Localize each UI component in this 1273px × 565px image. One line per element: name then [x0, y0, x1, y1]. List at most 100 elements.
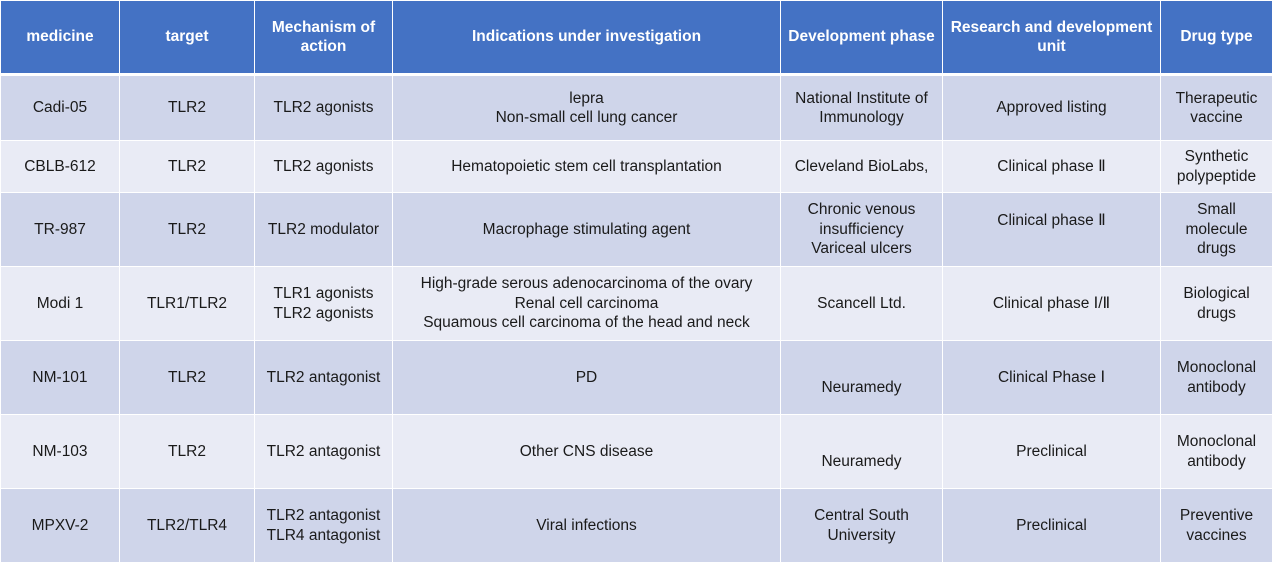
cell-drug-type: Therapeutic vaccine: [1160, 74, 1273, 141]
cell-line: TLR2 agonists: [273, 99, 374, 117]
header-medicine: medicine: [0, 0, 120, 76]
cell-line: Neuramedy: [821, 378, 902, 396]
cell-drug-type: Monoclonal antibody: [1160, 340, 1273, 415]
cell-line: National Institute of Immunology: [795, 89, 928, 127]
cell-target: TLR2: [119, 140, 255, 193]
cell-medicine: NM-103: [0, 414, 120, 489]
cell-line: Preclinical: [1016, 516, 1087, 534]
cell-line: Neuramedy: [821, 452, 902, 470]
cell-target: TLR2: [119, 192, 255, 267]
cell-unit: Preclinical: [942, 488, 1161, 563]
cell-line: Squamous cell carcinoma of the head and …: [423, 314, 750, 332]
cell-target: TLR2: [119, 340, 255, 415]
header-phase: Development phase: [780, 0, 943, 76]
cell-unit: Preclinical: [942, 414, 1161, 489]
cell-line: Monoclonal antibody: [1176, 359, 1257, 396]
cell-line: TLR2 antagonist: [266, 368, 381, 386]
cell-drug-type: Small molecule drugs: [1160, 192, 1273, 267]
cell-mechanism: TLR2 antagonist: [254, 340, 393, 415]
table-row: Modi 1 TLR1/TLR2 TLR1 agonists TLR2 agon…: [0, 266, 1273, 341]
cell-line: TLR2 modulator: [267, 220, 380, 238]
cell-phase: Chronic venous insufficiency Variceal ul…: [780, 192, 943, 267]
cell-target: TLR2: [119, 414, 255, 489]
cell-line: High-grade serous adenocarcinoma of the …: [420, 275, 753, 293]
cell-line: Preclinical: [1016, 442, 1087, 460]
cell-line: TLR2 agonists: [273, 157, 374, 175]
cell-mechanism: TLR1 agonists TLR2 agonists: [254, 266, 393, 341]
cell-mechanism: TLR2 antagonist: [254, 414, 393, 489]
header-indications: Indications under investigation: [392, 0, 781, 76]
cell-line: Preventive vaccines: [1179, 507, 1254, 544]
cell-unit: Approved listing: [942, 74, 1161, 141]
table-row: NM-103 TLR2 TLR2 antagonist Other CNS di…: [0, 414, 1273, 489]
cell-line: TLR2 antagonist: [266, 507, 381, 524]
cell-unit: Clinical phase Ⅱ: [942, 192, 1161, 267]
cell-indications: High-grade serous adenocarcinoma of the …: [392, 266, 781, 341]
cell-line: Monoclonal antibody: [1176, 433, 1257, 470]
cell-line: Clinical phase Ⅱ: [997, 157, 1106, 175]
cell-medicine: NM-101: [0, 340, 120, 415]
cell-medicine: TR-987: [0, 192, 120, 267]
cell-line: Clinical phase Ⅰ/Ⅱ: [992, 294, 1111, 312]
cell-line: Chronic venous insufficiency: [807, 201, 916, 238]
header-mechanism: Mechanism of action: [254, 0, 393, 76]
cell-drug-type: Biological drugs: [1160, 266, 1273, 341]
cell-mechanism: TLR2 agonists: [254, 74, 393, 141]
cell-line: Clinical phase Ⅱ: [997, 211, 1106, 229]
cell-phase: Neuramedy: [780, 340, 943, 415]
cell-mechanism: TLR2 agonists: [254, 140, 393, 193]
cell-line: Other CNS disease: [519, 442, 654, 460]
cell-indications: Viral infections: [392, 488, 781, 563]
cell-line: Biological drugs: [1183, 285, 1250, 322]
cell-phase: Cleveland BioLabs,: [780, 140, 943, 193]
cell-drug-type: Preventive vaccines: [1160, 488, 1273, 563]
header-drug-type: Drug type: [1160, 0, 1273, 76]
cell-target: TLR2: [119, 74, 255, 141]
cell-indications: Macrophage stimulating agent: [392, 192, 781, 267]
cell-drug-type: Monoclonal antibody: [1160, 414, 1273, 489]
cell-indications: PD: [392, 340, 781, 415]
cell-line: Clinical Phase Ⅰ: [997, 368, 1106, 386]
table-row: CBLB-612 TLR2 TLR2 agonists Hematopoieti…: [0, 140, 1273, 193]
cell-line: lepra: [569, 89, 604, 107]
cell-line: Hematopoietic stem cell transplantation: [451, 157, 722, 175]
cell-mechanism: TLR2 antagonist TLR4 antagonist: [254, 488, 393, 563]
table-row: Cadi-05 TLR2 TLR2 agonists lepra Non-sma…: [0, 74, 1273, 141]
cell-indications: Other CNS disease: [392, 414, 781, 489]
cell-line: Central South University: [814, 507, 909, 544]
cell-line: PD: [575, 368, 598, 386]
cell-line: Cleveland BioLabs,: [794, 157, 929, 175]
cell-line: Macrophage stimulating agent: [482, 220, 691, 238]
table-row: TR-987 TLR2 TLR2 modulator Macrophage st…: [0, 192, 1273, 267]
cell-medicine: Modi 1: [0, 266, 120, 341]
cell-medicine: CBLB-612: [0, 140, 120, 193]
cell-line: Approved listing: [996, 99, 1107, 117]
cell-indications: Hematopoietic stem cell transplantation: [392, 140, 781, 193]
cell-target: TLR1/TLR2: [119, 266, 255, 341]
cell-line: TLR2 antagonist: [266, 442, 381, 460]
header-target: target: [119, 0, 255, 76]
cell-line: TLR1 agonists: [273, 285, 374, 302]
cell-line: Viral infections: [536, 516, 637, 534]
header-row: medicine target Mechanism of action Indi…: [0, 0, 1273, 76]
cell-line: Scancell Ltd.: [817, 294, 906, 312]
cell-phase: National Institute of Immunology: [780, 74, 943, 141]
cell-indications: lepra Non-small cell lung cancer: [392, 74, 781, 141]
cell-line: TLR4 antagonist: [266, 526, 381, 544]
cell-phase: Central South University: [780, 488, 943, 563]
cell-phase: Neuramedy: [780, 414, 943, 489]
cell-unit: Clinical Phase Ⅰ: [942, 340, 1161, 415]
cell-phase: Scancell Ltd.: [780, 266, 943, 341]
table-row: MPXV-2 TLR2/TLR4 TLR2 antagonist TLR4 an…: [0, 488, 1273, 563]
cell-medicine: Cadi-05: [0, 74, 120, 141]
cell-line: Synthetic polypeptide: [1176, 148, 1257, 185]
cell-line: Renal cell carcinoma: [514, 294, 659, 312]
cell-mechanism: TLR2 modulator: [254, 192, 393, 267]
header-unit: Research and development unit: [942, 0, 1161, 76]
cell-unit: Clinical phase Ⅱ: [942, 140, 1161, 193]
cell-target: TLR2/TLR4: [119, 488, 255, 563]
cell-line: Non-small cell lung cancer: [495, 109, 678, 126]
cell-line: TLR2 agonists: [273, 304, 374, 322]
cell-line: Therapeutic vaccine: [1175, 89, 1258, 127]
